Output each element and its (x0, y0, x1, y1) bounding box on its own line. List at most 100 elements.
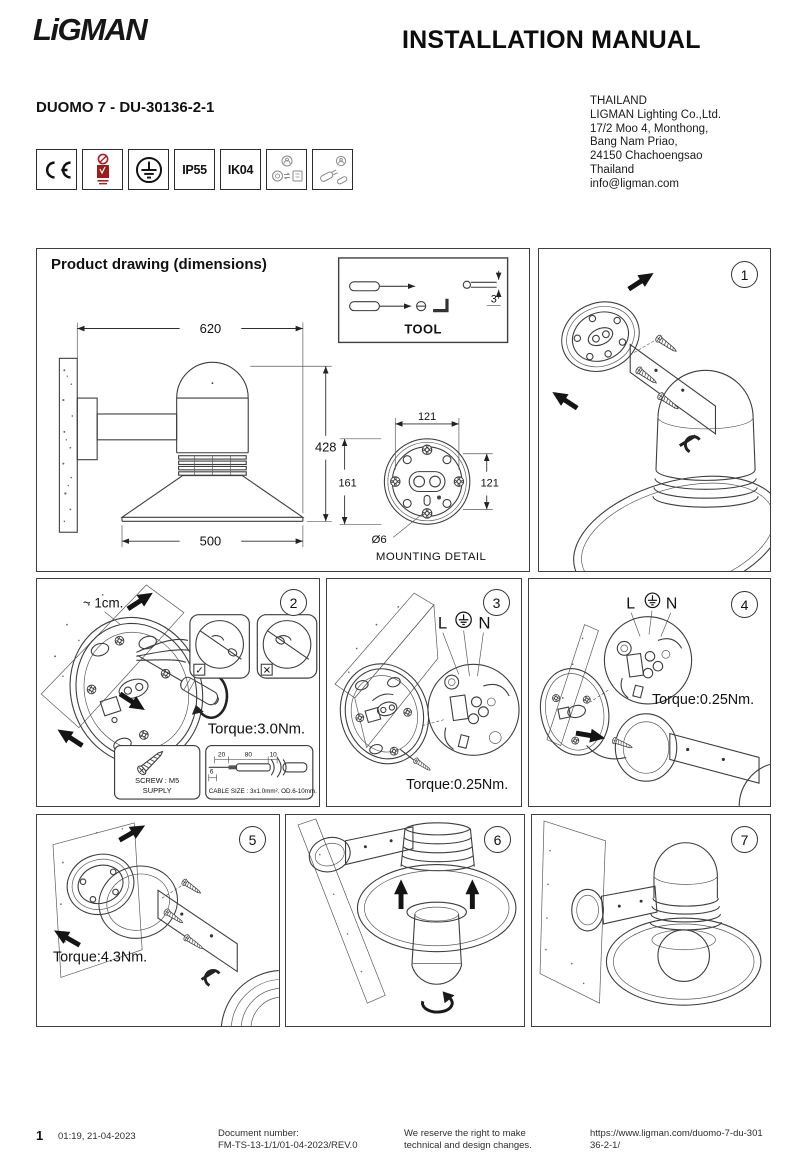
mounting-plate (339, 663, 430, 765)
product-code: DUOMO 7 - DU-30136-2-1 (36, 99, 215, 116)
step-5-figure: Torque:4.3Nm. (50, 819, 279, 1026)
wire-loop (586, 745, 627, 760)
company-address: THAILAND LIGMAN Lighting Co.,Ltd. 17/2 M… (590, 95, 721, 192)
detail-leader (421, 719, 444, 726)
step-6-panel: 6 (285, 814, 525, 1027)
rights-notice: We reserve the right to make technical a… (404, 1128, 532, 1152)
live-label: L (438, 614, 447, 633)
svg-text:500: 500 (200, 534, 222, 549)
flange-arm (571, 885, 658, 932)
torque-value: Torque:0.25Nm. (406, 777, 508, 793)
screw-supply-box: SCREW : M5 SUPPLY (113, 744, 201, 800)
mounting-plate (66, 853, 135, 916)
address-line: Thailand (590, 163, 635, 176)
dimension-620: 620 (76, 321, 304, 514)
step-2-figure: ~ 1cm. ✓ (40, 584, 318, 800)
address-line: 17/2 Moo 4, Monthong, (590, 122, 709, 135)
direction-arrows (548, 267, 658, 415)
svg-text:✓: ✓ (195, 666, 203, 677)
inset-wrong: ✕ (256, 614, 318, 679)
arm-exploded (629, 333, 717, 453)
address-line: LIGMAN Lighting Co.,Ltd. (590, 108, 722, 121)
body-flange-arm (98, 865, 238, 987)
page-title: INSTALLATION MANUAL (402, 26, 701, 54)
tool-box: 3 TOOL (337, 257, 509, 344)
svg-text:121: 121 (418, 411, 436, 423)
product-url-line[interactable]: https://www.ligman.com/duomo-7-du-301 (590, 1128, 763, 1139)
shade (605, 917, 762, 1006)
svg-text:428: 428 (315, 440, 337, 455)
earth-symbol (644, 592, 661, 609)
product-url-line[interactable]: 36-2-1/ (590, 1140, 621, 1151)
svg-text:SUPPLY: SUPPLY (143, 786, 172, 795)
ce-mark-icon (36, 149, 77, 190)
svg-text:161: 161 (338, 478, 356, 490)
inset-correct: ✓ (189, 614, 250, 679)
step-7-badge: 7 (731, 826, 758, 853)
wall-section (58, 357, 78, 533)
step-1-panel: 1 (538, 248, 771, 572)
ip-rating-badge: IP55 (174, 149, 215, 190)
svg-text:✕: ✕ (263, 666, 271, 677)
neutral-label: N (666, 596, 677, 613)
step-3-panel: 3 (326, 578, 522, 807)
step-7-panel: 7 (531, 814, 771, 1027)
shade (356, 863, 517, 953)
live-label: L (626, 596, 635, 613)
ik-rating-label: IK04 (227, 162, 254, 177)
product-drawing-title: Product drawing (dimensions) (51, 256, 267, 273)
flange-arm (308, 826, 414, 873)
wiring-labels: L N (626, 592, 677, 637)
document-number-block: Document number: FM-TS-13-1/1/01-04-2023… (218, 1128, 358, 1152)
svg-text:~ 1cm.: ~ 1cm. (83, 596, 124, 611)
step-1-figure (548, 267, 770, 571)
gap-callout: ~ 1cm. (83, 596, 124, 625)
replaceable-light-source-icon (266, 149, 307, 190)
rights-notice-line: We reserve the right to make (404, 1128, 526, 1139)
svg-text:MOUNTING DETAIL: MOUNTING DETAIL (376, 551, 486, 563)
product-drawing-figure: 620 428 500 (58, 257, 509, 563)
screw (656, 391, 681, 413)
step-2-panel: 2 (36, 578, 320, 807)
serviceable-glyph (319, 155, 347, 184)
document-number-value: FM-TS-13-1/1/01-04-2023/REV.0 (218, 1140, 358, 1151)
step-6-figure (297, 818, 517, 1014)
replaceable-source-glyph (271, 155, 302, 181)
louvers (178, 455, 247, 476)
wall-tilted (297, 818, 386, 1004)
page-number: 1 (36, 1128, 44, 1143)
step-7-figure (539, 820, 762, 1006)
svg-text:CABLE SIZE : 3x1.0mm². OD.6-1: CABLE SIZE : 3x1.0mm². OD.6-10mm. (209, 788, 317, 795)
dimension-428: 428 (250, 365, 337, 522)
screw (180, 877, 203, 897)
svg-text:SCREW : M5: SCREW : M5 (135, 776, 179, 785)
svg-text:80: 80 (245, 751, 253, 758)
document-number-label: Document number: (218, 1128, 299, 1139)
torque-value: Torque:4.3Nm. (53, 950, 147, 966)
wall-tilted (546, 624, 599, 747)
direction-arrows (53, 586, 157, 752)
step-3-badge: 3 (483, 589, 510, 616)
rotate-arrow (421, 991, 455, 1014)
wall-tilted (334, 592, 439, 749)
ligman-logo: LiGMAN (33, 12, 148, 47)
luminaire-body (573, 369, 770, 571)
terminal-detail-circle (603, 616, 693, 705)
serviceable-luminaire-icon (312, 149, 353, 190)
step-6-badge: 6 (484, 826, 511, 853)
step-2-badge: 2 (280, 589, 307, 616)
product-drawing-panel: Product drawing (dimensions) (36, 248, 530, 572)
wiring-labels: L N (438, 611, 491, 677)
svg-text:20: 20 (218, 751, 226, 758)
mounting-detail: 121 161 121 Ø6 MOUNTING DETAIL (338, 411, 498, 563)
earth-glyph (135, 156, 162, 183)
product-url[interactable]: https://www.ligman.com/duomo-7-du-301 36… (590, 1128, 763, 1152)
svg-text:121: 121 (481, 478, 499, 490)
dimension-500: 500 (121, 525, 304, 549)
torque-value: Torque:0.25Nm. (652, 692, 754, 708)
screw (182, 933, 205, 952)
protective-earth-icon (128, 149, 169, 190)
svg-text:3: 3 (491, 294, 497, 306)
step-4-badge: 4 (731, 591, 758, 618)
earth-symbol (455, 611, 472, 629)
